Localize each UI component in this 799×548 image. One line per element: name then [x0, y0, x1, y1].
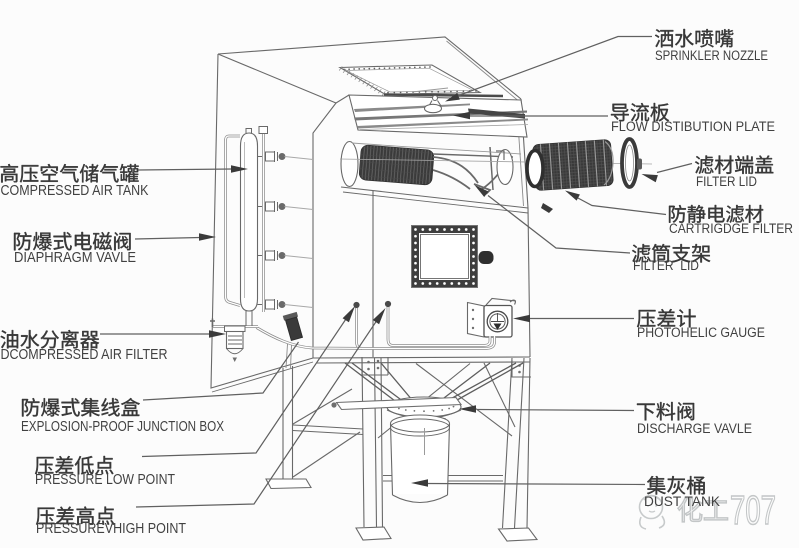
svg-text:FILTER LID: FILTER LID — [633, 258, 699, 273]
svg-text:PHOTOHELIC GAUGE: PHOTOHELIC GAUGE — [637, 325, 765, 340]
svg-text:FILTER LID: FILTER LID — [696, 174, 757, 189]
svg-text:PRESSUREVHIGH POINT: PRESSUREVHIGH POINT — [36, 520, 186, 537]
svg-text:EXPLOSION-PROOF JUNCTION BOX: EXPLOSION-PROOF JUNCTION BOX — [21, 418, 224, 435]
svg-text:PRESSURE LOW POINT: PRESSURE LOW POINT — [35, 471, 175, 488]
svg-text:FLOW DISTIBUTION PLATE: FLOW DISTIBUTION PLATE — [611, 119, 775, 134]
svg-text:707: 707 — [730, 487, 776, 533]
svg-text:DCOMPRESSED AIR FILTER: DCOMPRESSED AIR FILTER — [1, 346, 168, 363]
svg-text:DUST TANK: DUST TANK — [644, 494, 720, 509]
svg-text:SPRINKLER NOZZLE: SPRINKLER NOZZLE — [655, 48, 768, 63]
svg-text:COMPRESSED AIR TANK: COMPRESSED AIR TANK — [1, 182, 149, 199]
svg-text:CARTRIGDGE FILTER: CARTRIGDGE FILTER — [669, 221, 793, 236]
svg-text:DISCHARGE VAVLE: DISCHARGE VAVLE — [637, 421, 752, 436]
svg-text:DIAPHRAGM VAVLE: DIAPHRAGM VAVLE — [14, 249, 136, 266]
